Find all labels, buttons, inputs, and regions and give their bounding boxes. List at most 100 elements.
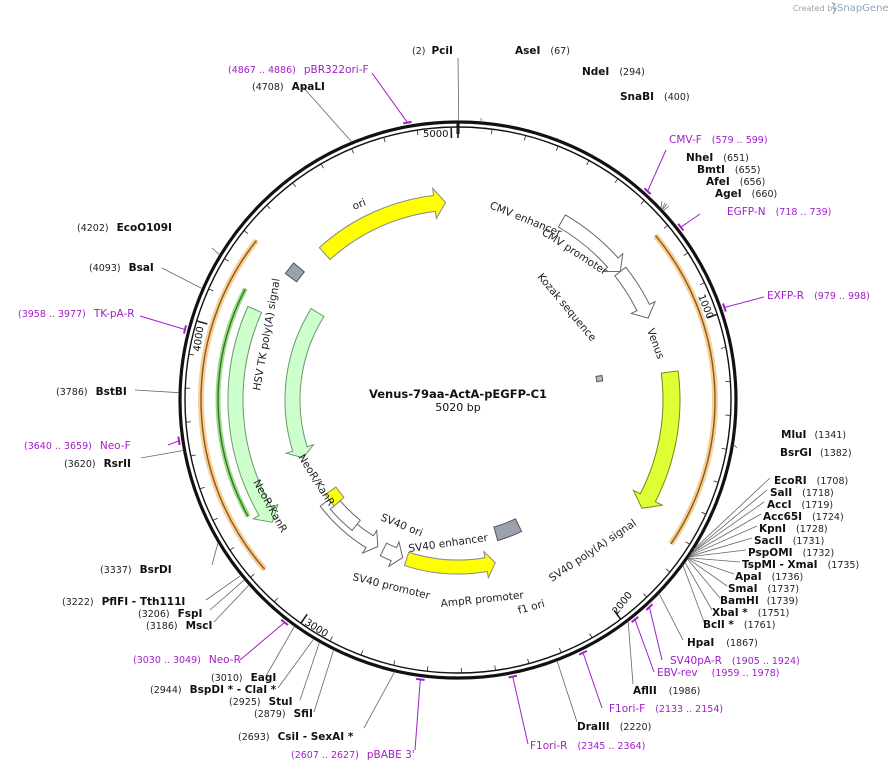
site-pos: (1986) [669, 686, 701, 697]
site-pos: (1724) [812, 512, 844, 523]
svg-text:SnaBI(400): SnaBI(400) [620, 91, 690, 103]
primer-marker [403, 120, 412, 125]
site-pos: (400) [664, 92, 690, 103]
site-leader-line [205, 575, 242, 601]
site-label: AfeI [706, 176, 730, 188]
tick-mark [199, 486, 205, 490]
svg-text:ApaI(1736): ApaI(1736) [735, 571, 803, 583]
svg-text:(4093)BsaI: (4093)BsaI [89, 262, 154, 274]
svg-text:(3206)FspI: (3206)FspI [138, 608, 202, 620]
site-pos: (4202) [77, 223, 109, 234]
site-leader-line [733, 443, 738, 449]
primer-label: pBABE 3' [367, 749, 415, 761]
site-label: EcoO109I [117, 222, 172, 234]
tick-mark [360, 650, 364, 656]
site-label: EagI [251, 672, 277, 684]
primer-pos: (3958 .. 3977) [18, 309, 86, 320]
svg-text:SV40pA-R(1905 .. 1924): SV40pA-R(1905 .. 1924) [670, 655, 800, 667]
site-pos: (3337) [100, 565, 132, 576]
tick-mark [300, 613, 308, 624]
primer-label: F1ori-R [530, 740, 567, 752]
site-leader-lines [134, 57, 771, 751]
primer-label: Neo-R [209, 654, 241, 666]
site-label: TspMI - XmaI [742, 559, 818, 571]
feature-label-neor-inner: NeoR/KanR [295, 452, 336, 508]
site-leader-line [693, 477, 771, 551]
site-pos: (1761) [744, 620, 776, 631]
site-label: CsiI - SexAI * [278, 731, 354, 743]
primer-marker [631, 616, 639, 623]
svg-text:(2607 .. 2627)pBABE 3': (2607 .. 2627)pBABE 3' [291, 749, 415, 761]
feature-label-sv40-polya: SV40 poly(A) signal [547, 517, 639, 584]
site-pos: (655) [735, 165, 761, 176]
svg-text:(4708)ApaLI: (4708) ApaLI [252, 81, 325, 93]
tick-mark [640, 200, 645, 205]
svg-text:(3186)MscI: (3186)MscI [146, 620, 212, 632]
site-label: PspOMI [748, 547, 793, 559]
site-pos: (2944) [150, 685, 182, 696]
svg-text:(3222)PflFI - Tth111I: (3222)PflFI - Tth111I [62, 596, 185, 608]
tick-mark [713, 480, 719, 483]
feature-kozak [595, 374, 604, 383]
site-leader-line [211, 542, 219, 566]
feature-f1-ori [403, 550, 496, 580]
restriction-site-labels: (2)PciI AseI(67) NdeI(294) SnaBI(400) Nh… [56, 45, 859, 743]
primer-leader-line [167, 440, 180, 446]
site-pos: (1751) [758, 608, 790, 619]
svg-text:EBV-rev(1959 .. 1978): EBV-rev(1959 .. 1978) [657, 667, 780, 679]
site-label: XbaI * [712, 607, 748, 619]
site-leader-line [687, 558, 721, 599]
svg-text:(3337)BsrDI: (3337)BsrDI [100, 564, 172, 576]
site-pos: (3222) [62, 597, 94, 608]
site-label: MscI [186, 620, 213, 632]
site-pos: (4708) [252, 82, 284, 93]
site-label: StuI [269, 696, 293, 708]
site-label: SacII [754, 535, 783, 547]
tick-mark [351, 148, 354, 154]
tick-mark [643, 593, 648, 598]
tick-label-3000: 3000 [302, 617, 329, 640]
svg-text:Acc65I(1724): Acc65I (1724) [763, 511, 844, 523]
svg-text:EXFP-R(979 .. 998): EXFP-R(979 .. 998) [767, 290, 870, 302]
svg-text:(3640 .. 3659)Neo-F: (3640 .. 3659)Neo-F [24, 440, 131, 452]
site-label: BsaI [129, 262, 154, 274]
site-pos: (3786) [56, 387, 88, 398]
primer-label: EBV-rev [657, 667, 698, 679]
svg-text:HpaI(1867): HpaI(1867) [687, 637, 758, 649]
svg-text:TspMI - XmaI(1735): TspMI - XmaI(1735) [742, 559, 859, 571]
primer-leader-line [371, 72, 408, 123]
site-leader-line [627, 621, 634, 685]
site-label: AflII [633, 685, 657, 697]
site-label: RsrII [104, 458, 131, 470]
svg-text:BclI *(1761): BclI *(1761) [703, 619, 775, 631]
primer-leader-line [139, 315, 186, 330]
site-label: ApaLI [292, 81, 325, 93]
primer-leader-line [648, 606, 663, 661]
site-pos: (1728) [796, 524, 828, 535]
tick-mark [721, 447, 727, 450]
tick-mark [250, 573, 255, 578]
tick-label-2000: 2000 [611, 590, 635, 617]
site-label: BstBI [96, 386, 127, 398]
tick-mark [720, 346, 726, 349]
site-label: HpaI [687, 637, 714, 649]
site-pos: (3620) [64, 459, 96, 470]
svg-text:(4867 .. 4886)pBR322ori-F: (4867 .. 4886)pBR322ori-F [228, 64, 369, 76]
site-leader-line [457, 57, 460, 122]
primer-leader-line [239, 622, 285, 661]
tick-mark [559, 647, 562, 653]
site-leader-line [689, 525, 758, 557]
feature-ampr-promoter [379, 540, 404, 568]
feature-sv40-polya [493, 518, 523, 542]
site-label: AgeI [715, 188, 742, 200]
site-label: BsrGI [780, 447, 812, 459]
primer-marker [177, 436, 181, 446]
feature-hsv-tk-polya [284, 262, 306, 283]
site-pos: (2) [412, 46, 425, 57]
primer-labels: (4867 .. 4886)pBR322ori-F CMV-F(579 .. 5… [18, 64, 870, 761]
site-leader-line [277, 638, 315, 689]
primer-leader-line [634, 619, 655, 673]
site-label: Acc65I [763, 511, 802, 523]
primer-marker [182, 325, 188, 334]
site-leader-line [299, 642, 320, 701]
